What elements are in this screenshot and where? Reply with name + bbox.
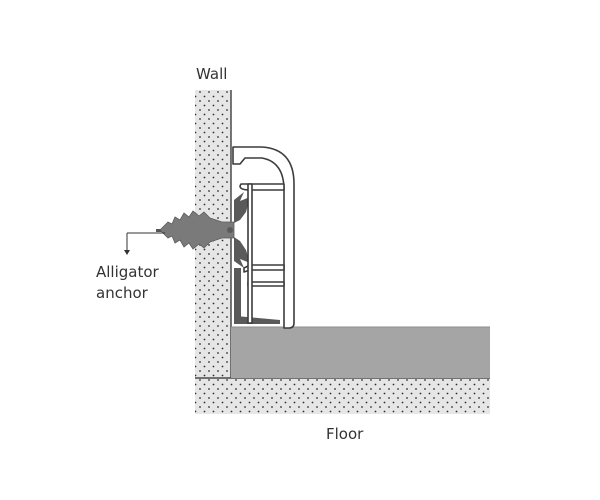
- floor-covering: [231, 327, 490, 378]
- anchor-label-line2: anchor: [96, 284, 148, 302]
- anchor-insert: [234, 192, 280, 324]
- alligator-anchor: [156, 210, 235, 250]
- wall-label: Wall: [196, 65, 228, 83]
- skirting-profile: [232, 146, 295, 329]
- floor-texture: [195, 378, 490, 414]
- anchor-label-line1: Alligator: [96, 263, 159, 281]
- floor-label: Floor: [326, 425, 364, 443]
- anchor-leader-arrow: [124, 232, 165, 255]
